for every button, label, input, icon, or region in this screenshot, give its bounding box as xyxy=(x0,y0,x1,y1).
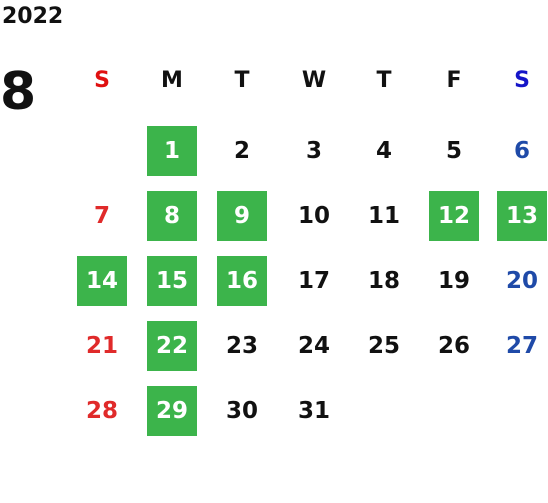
calendar-day[interactable]: 26 xyxy=(437,333,470,359)
year-label: 2022 xyxy=(2,4,64,29)
calendar-day[interactable]: 17 xyxy=(297,268,330,294)
calendar-day[interactable]: 2 xyxy=(233,138,250,164)
calendar-day[interactable]: 25 xyxy=(367,333,400,359)
calendar-day-highlighted[interactable]: 16 xyxy=(217,256,267,306)
calendar-day-highlighted[interactable]: 14 xyxy=(77,256,127,306)
calendar-day[interactable]: 5 xyxy=(445,138,462,164)
calendar-day[interactable]: 10 xyxy=(297,203,330,229)
calendar-day[interactable]: 24 xyxy=(297,333,330,359)
calendar-day-highlighted[interactable]: 1 xyxy=(147,126,197,176)
calendar-day[interactable]: 31 xyxy=(297,398,330,424)
calendar-day[interactable]: 18 xyxy=(367,268,400,294)
calendar-day-highlighted[interactable]: 8 xyxy=(147,191,197,241)
weekday-thu: T xyxy=(376,68,392,93)
calendar-day[interactable]: 28 xyxy=(85,398,118,424)
weekday-wed: W xyxy=(301,68,327,93)
calendar-day[interactable]: 30 xyxy=(225,398,258,424)
calendar-day[interactable]: 19 xyxy=(437,268,470,294)
calendar-day[interactable]: 23 xyxy=(225,333,258,359)
calendar-day[interactable]: 27 xyxy=(505,333,538,359)
calendar-day-highlighted[interactable]: 22 xyxy=(147,321,197,371)
weekday-fri: F xyxy=(446,68,462,93)
weekday-mon: M xyxy=(161,68,183,93)
calendar-day[interactable]: 11 xyxy=(367,203,400,229)
calendar-day-highlighted[interactable]: 13 xyxy=(497,191,547,241)
calendar-day[interactable]: 20 xyxy=(505,268,538,294)
calendar-day[interactable]: 4 xyxy=(375,138,392,164)
calendar-day-highlighted[interactable]: 15 xyxy=(147,256,197,306)
calendar-day-highlighted[interactable]: 29 xyxy=(147,386,197,436)
month-number: 8 xyxy=(0,62,37,122)
calendar-day[interactable]: 6 xyxy=(513,138,530,164)
weekday-sun: S xyxy=(94,68,110,93)
weekday-tue: T xyxy=(234,68,250,93)
calendar-day[interactable]: 7 xyxy=(93,203,110,229)
calendar-day[interactable]: 21 xyxy=(85,333,118,359)
calendar-day-highlighted[interactable]: 12 xyxy=(429,191,479,241)
calendar-day[interactable]: 3 xyxy=(305,138,322,164)
weekday-sat: S xyxy=(514,68,530,93)
calendar-day-highlighted[interactable]: 9 xyxy=(217,191,267,241)
